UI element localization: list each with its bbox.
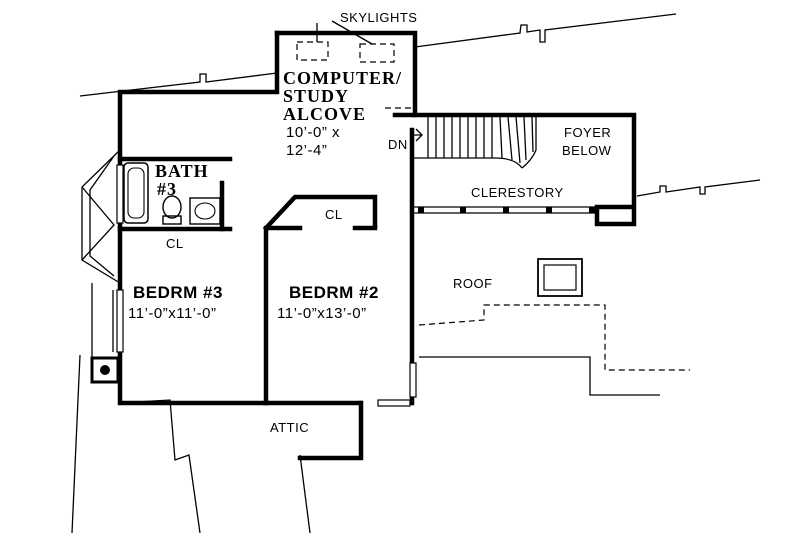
alcove-label-line2: STUDY xyxy=(283,86,349,106)
clerestory-label: CLERESTORY xyxy=(471,185,564,200)
bath-label-line1: BATH xyxy=(155,161,209,181)
toilet-icon xyxy=(162,195,182,219)
bath-closet-label: CL xyxy=(166,236,184,251)
walls xyxy=(117,30,637,461)
skylights-label: SKYLIGHTS xyxy=(340,10,417,25)
foyer-label-line1: FOYER xyxy=(564,125,611,140)
skylight-icons xyxy=(296,20,583,297)
stairs-down-label: DN xyxy=(388,137,408,152)
alcove-dimension-line1: 10’-0” x xyxy=(286,124,340,141)
bedroom2-dimensions: 11’-0”x13’-0” xyxy=(277,305,367,322)
bedroom2-closet-label: CL xyxy=(325,207,343,222)
attic-label: ATTIC xyxy=(270,420,309,435)
sink-icon xyxy=(189,197,221,225)
bedroom3-name: BEDRM #3 xyxy=(133,283,223,302)
alcove-label-line1: COMPUTER/ xyxy=(283,68,402,88)
chimney xyxy=(90,356,120,384)
bedroom3-dimensions: 11’-0”x11’-0” xyxy=(128,305,216,322)
bath-label-line2: #3 xyxy=(157,179,177,199)
roof-skylight-icon xyxy=(537,258,583,297)
alcove-dimension-line2: 12’-4” xyxy=(286,142,327,159)
roof-label: ROOF xyxy=(453,276,493,291)
windows xyxy=(116,164,417,407)
bath-fixtures xyxy=(123,162,221,225)
bay-window xyxy=(81,149,121,359)
foyer-label-line2: BELOW xyxy=(562,143,612,158)
alcove-label-line3: ALCOVE xyxy=(283,104,366,124)
staircase xyxy=(410,115,537,169)
bedroom2-name: BEDRM #2 xyxy=(289,283,379,302)
bathtub-icon xyxy=(123,162,149,224)
clerestory-band xyxy=(412,206,597,214)
